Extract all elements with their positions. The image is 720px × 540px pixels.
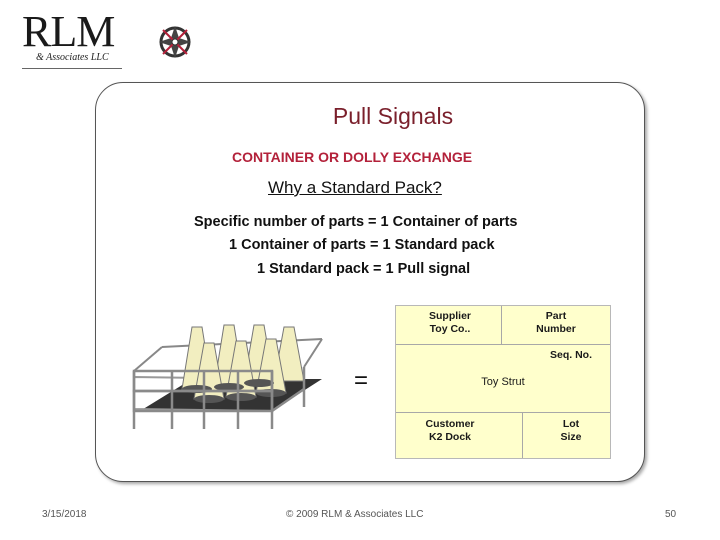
- supplier-value: Toy Co..: [429, 323, 471, 335]
- kanban-card: Supplier Toy Co.. Part Number Seq. No. T…: [395, 305, 611, 459]
- equation-line: Specific number of parts = 1 Container o…: [194, 214, 518, 230]
- company-logo: RLM & Associates LLC: [22, 7, 191, 69]
- slide-question: Why a Standard Pack?: [268, 178, 442, 197]
- slide-title: Pull Signals: [332, 103, 454, 129]
- part-label: Part: [545, 310, 567, 322]
- equals-sign: =: [354, 367, 369, 394]
- slide-subtitle: CONTAINER OR DOLLY EXCHANGE: [232, 149, 473, 165]
- footer-copyright: © 2009 RLM & Associates LLC: [286, 509, 424, 520]
- card-divider: [522, 412, 523, 458]
- footer-date: 3/15/2018: [42, 509, 87, 520]
- supplier-label: Supplier: [428, 310, 471, 322]
- card-divider: [396, 412, 610, 413]
- card-divider: [501, 306, 502, 344]
- slide-content-card: Pull Signals CONTAINER OR DOLLY EXCHANGE…: [95, 82, 645, 482]
- lot-label: Lot: [562, 418, 580, 430]
- logo-underline: [22, 68, 122, 69]
- logo-subtitle: & Associates LLC: [36, 52, 109, 63]
- equation-line: 1 Standard pack = 1 Pull signal: [257, 261, 471, 277]
- card-divider: [396, 344, 610, 345]
- customer-label: Customer: [425, 418, 475, 430]
- seq-label: Seq. No.: [549, 349, 592, 361]
- lot-label-size: Size: [560, 431, 582, 443]
- dolly-illustration: [132, 324, 323, 429]
- equation-line: 1 Container of parts = 1 Standard pack: [229, 237, 495, 253]
- footer-page-number: 50: [665, 509, 677, 520]
- logo-wordmark: RLM: [22, 7, 115, 56]
- part-name: Toy Strut: [481, 376, 525, 388]
- compass-icon: [159, 26, 191, 58]
- customer-value: K2 Dock: [428, 431, 471, 443]
- part-label-number: Number: [536, 323, 576, 335]
